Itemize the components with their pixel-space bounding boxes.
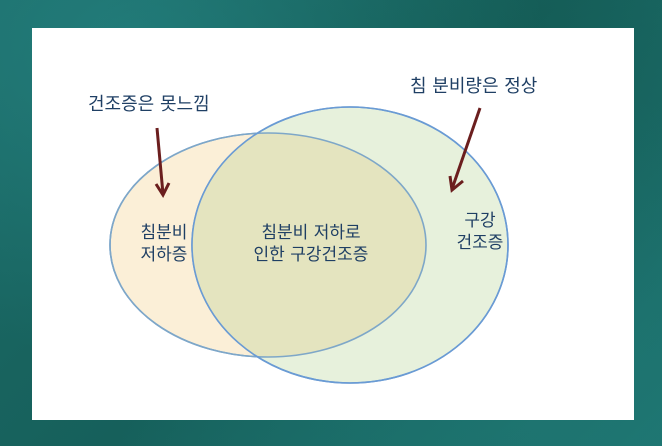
left-set-outline: [109, 132, 427, 358]
right-region-line1: 구강: [464, 211, 496, 231]
left-arrow-icon: [154, 127, 171, 199]
left-region-line1: 침분비: [140, 223, 188, 243]
left-annotation: 건조증은 못느낌: [88, 94, 210, 115]
center-region-label: 침분비 저하로 인한 구강건조증: [236, 222, 386, 266]
right-region-line2: 건조증: [456, 233, 504, 253]
overlap-region: [192, 133, 426, 357]
left-region-label: 침분비 저하증: [132, 222, 196, 266]
center-region-line2: 인한 구강건조증: [253, 245, 369, 265]
right-region-label: 구강 건조증: [448, 210, 512, 254]
right-set-outline: [191, 106, 509, 384]
left-region-line2: 저하증: [140, 245, 188, 265]
right-annotation: 침 분비량은 정상: [410, 76, 538, 97]
center-region-line1: 침분비 저하로: [261, 223, 361, 243]
right-arrow-icon: [448, 107, 482, 193]
